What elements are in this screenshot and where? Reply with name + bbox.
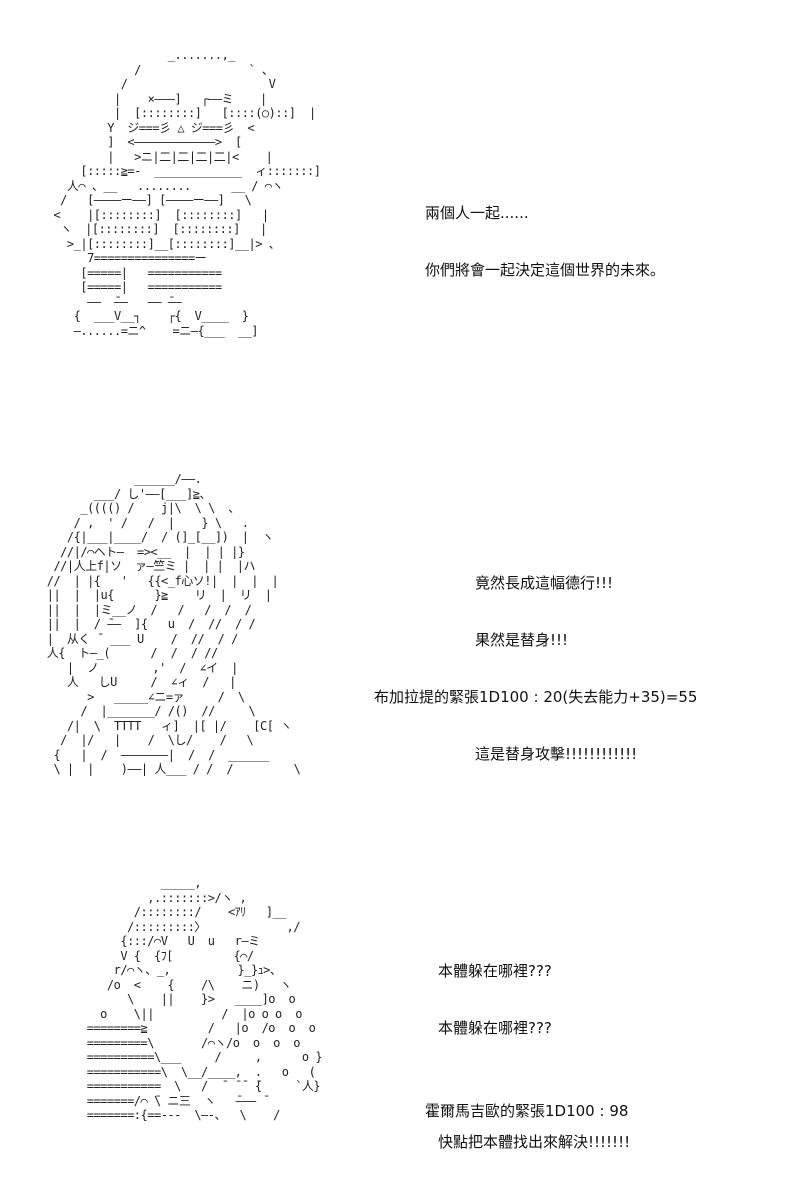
panel-sans: _.......,_ / ` 、 / V | ×―――] ┌――ミ | | [:…	[0, 0, 800, 440]
dialog-text: 竟然長成這幅德行!!! 果然是替身!!! 這是替身攻擊!!!!!!!!!!!!	[475, 536, 637, 802]
dialog-line: 兩個人一起......	[425, 204, 529, 222]
dialog-text: 本體躲在哪裡??? 本體躲在哪裡??? 快點把本體找出來解決!!!!!!!	[438, 924, 630, 1190]
panel-bucciarati: ______/――. ___/ し'――[___]≧、 _(((() / j|\…	[0, 460, 800, 840]
dialog-line: 你們將會一起決定這個世界的未來。	[425, 261, 666, 279]
ascii-art-bucciarati: ______/――. ___/ し'――[___]≧、 _(((() / j|\…	[46, 472, 301, 776]
ascii-art-formaggio: _____, ,.:::::::>/ヽ , /::::::::/ <ｱﾘ ]__…	[86, 876, 323, 1122]
dialog-line: 這是替身攻擊!!!!!!!!!!!!	[475, 745, 638, 763]
dialog-text: 兩個人一起...... 你們將會一起決定這個世界的未來。	[425, 166, 665, 318]
ascii-art-skeleton: _.......,_ / ` 、 / V | ×―――] ┌――ミ | | [:…	[53, 48, 321, 338]
dialog-line: 本體躲在哪裡???	[438, 1019, 552, 1037]
dice-roll-text: 布加拉提的緊張1D100 : 20(失去能力+35)=55	[374, 688, 698, 706]
dialog-line: 果然是替身!!!	[475, 631, 569, 649]
dialog-line: 竟然長成這幅德行!!!	[475, 574, 614, 592]
dice-roll-text: 霍爾馬吉歐的緊張1D100 : 98	[425, 1102, 629, 1120]
dialog-line: 快點把本體找出來解決!!!!!!!	[438, 1133, 631, 1151]
dialog-line: 本體躲在哪裡???	[438, 962, 552, 980]
panel-formaggio: _____, ,.:::::::>/ヽ , /::::::::/ <ｱﾘ ]__…	[0, 870, 800, 1190]
dialog-line	[438, 1076, 630, 1095]
